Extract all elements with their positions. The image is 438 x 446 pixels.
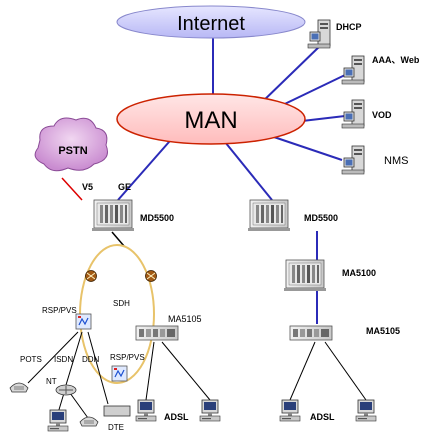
ma5105-left-icon: [135, 325, 179, 341]
isdn-label: ISDN: [54, 355, 73, 364]
ge-label: GE: [118, 182, 131, 192]
phone-icon: [9, 382, 29, 393]
sdh-label: SDH: [113, 299, 130, 308]
adsl-left-label: ADSL: [164, 412, 189, 422]
md5500-right-label: MD5500: [304, 213, 338, 223]
rsp-pvs-bottom-label: RSP/PVS: [110, 353, 145, 362]
sdh-node-left-icon: [85, 270, 97, 282]
vod-server-icon: [341, 99, 365, 129]
sdh-node-right-icon: [145, 270, 157, 282]
aaa-web-server-icon: [341, 55, 365, 85]
adsl-left-pc1-icon: [135, 399, 157, 422]
dhcp-server-icon: [307, 19, 331, 49]
ma5105-right-icon: [289, 325, 333, 341]
v5-link: [61, 177, 83, 201]
ddn-label: DDN: [82, 355, 100, 364]
aaa-web-text: AAA、Web: [372, 55, 420, 65]
aaa-web-label: AAA、Web: [372, 55, 420, 65]
md5500-left-icon: [91, 199, 135, 232]
pots-label: POTS: [20, 355, 42, 364]
adsl-right-pc1-icon: [279, 399, 301, 422]
man-label: MAN: [184, 107, 237, 134]
dte-label: DTE: [108, 423, 124, 432]
vod-label: VOD: [372, 110, 392, 120]
dte-device-icon: [103, 405, 131, 417]
rsp-pvs-bottom-icon: [111, 365, 128, 382]
man-network: [116, 93, 306, 145]
access-lines: [27, 331, 367, 419]
md5500-sdh-link: [111, 231, 125, 247]
dhcp-label: DHCP: [336, 22, 362, 32]
pstn-label: PSTN: [58, 145, 87, 157]
internet-cloud: [116, 5, 306, 39]
rsp-pvs-top-icon: [75, 313, 92, 330]
nt-label: NT: [46, 377, 57, 386]
ma5105-left-label: MA5105: [168, 314, 202, 324]
isdn-phone-icon: [79, 416, 99, 427]
rsp-pvs-top-label: RSP/PVS: [42, 306, 77, 315]
ma5100-label: MA5100: [342, 268, 376, 278]
ma5105-right-label: MA5105: [366, 326, 400, 336]
isdn-computer-icon: [47, 409, 69, 432]
nt-router-icon: [55, 384, 77, 396]
internet-label: Internet: [177, 13, 245, 35]
nms-label: NMS: [384, 155, 408, 167]
pstn-cloud: [34, 117, 108, 172]
v5-label: V5: [82, 182, 93, 192]
nms-server-icon: [341, 145, 365, 175]
adsl-left-pc2-icon: [199, 399, 221, 422]
ma5100-icon: [283, 259, 327, 292]
adsl-right-label: ADSL: [310, 412, 335, 422]
md5500-right-icon: [247, 199, 291, 232]
md5500-left-label: MD5500: [140, 213, 174, 223]
adsl-right-pc2-icon: [355, 399, 377, 422]
